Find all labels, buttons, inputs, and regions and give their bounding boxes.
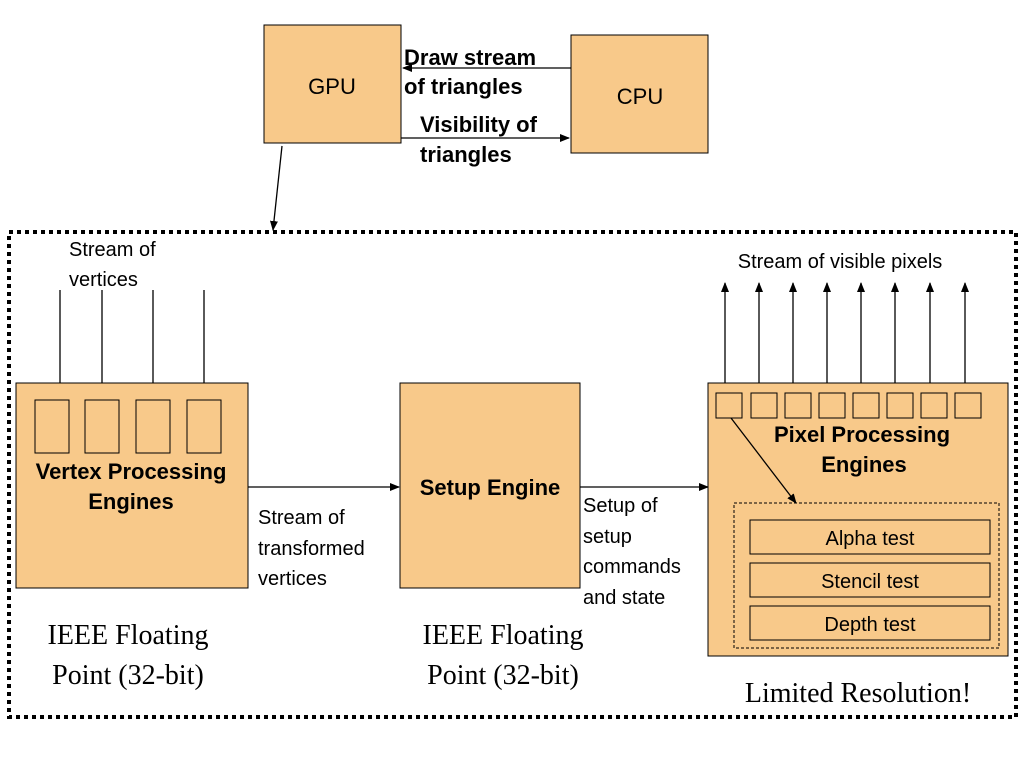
pixel-engine-2 (750, 392, 778, 419)
engine-to-tests-arrow (730, 417, 797, 504)
pixel-engine-1 (715, 392, 743, 419)
visibility-label-line2: triangles (420, 142, 512, 167)
alpha-test-box (749, 519, 991, 555)
draw-stream-label-line2: of triangles (404, 74, 523, 99)
vertex-precision-line1: IEEE Floating (48, 620, 209, 651)
transformed-label-line3: vertices (258, 568, 327, 590)
pixel-engine-7 (920, 392, 948, 419)
pipeline-container (7, 230, 1018, 719)
transformed-label-line1: Stream of (258, 507, 345, 529)
limited-resolution-note: Limited Resolution! (745, 678, 971, 709)
vertex-input-label-line1: Stream of (69, 239, 156, 261)
gpu-label: GPU (308, 74, 356, 99)
alpha-test-label: Alpha test (826, 528, 915, 550)
setup-engine-title: Setup Engine (420, 475, 561, 500)
gpu-box (263, 24, 402, 144)
pixel-engine-3 (784, 392, 812, 419)
vertex-input-label-line2: vertices (69, 269, 138, 291)
visible-pixels-label: Stream of visible pixels (738, 251, 943, 273)
vertex-title-line1: Vertex Processing (36, 459, 227, 484)
stencil-test-box (749, 562, 991, 598)
setup-output-label-line4: and state (583, 587, 665, 609)
pixel-engine-6 (886, 392, 914, 419)
pixel-engine-8 (954, 392, 982, 419)
stencil-test-label: Stencil test (821, 571, 919, 593)
vertex-engine-4 (186, 399, 222, 454)
pixel-engine-4 (818, 392, 846, 419)
cpu-box (570, 34, 709, 154)
gpu-to-pipeline-arrow (269, 145, 283, 231)
vertex-precision-line2: Point (32-bit) (52, 660, 204, 691)
setup-output-label-line2: setup (583, 526, 632, 548)
visibility-label-line1: Visibility of (420, 112, 538, 137)
setup-precision-line1: IEEE Floating (423, 620, 584, 651)
setup-output-label-line1: Setup of (583, 495, 658, 517)
setup-output-label-line3: commands (583, 556, 681, 578)
pixel-title-line1: Pixel Processing (774, 422, 950, 447)
pixel-title-line2: Engines (821, 452, 907, 477)
setup-precision-line2: Point (32-bit) (427, 660, 579, 691)
setup-engine-box (399, 382, 581, 589)
vertex-title-line2: Engines (88, 489, 174, 514)
vertex-engine-3 (135, 399, 171, 454)
depth-test-box (749, 605, 991, 641)
cpu-label: CPU (617, 84, 663, 109)
depth-test-label: Depth test (824, 614, 916, 636)
vertex-engine-1 (34, 399, 70, 454)
draw-stream-label-line1: Draw stream (404, 45, 536, 70)
transformed-label-line2: transformed (258, 538, 365, 560)
vertex-engine-2 (84, 399, 120, 454)
tests-group (733, 502, 1000, 649)
pixel-engine-5 (852, 392, 880, 419)
